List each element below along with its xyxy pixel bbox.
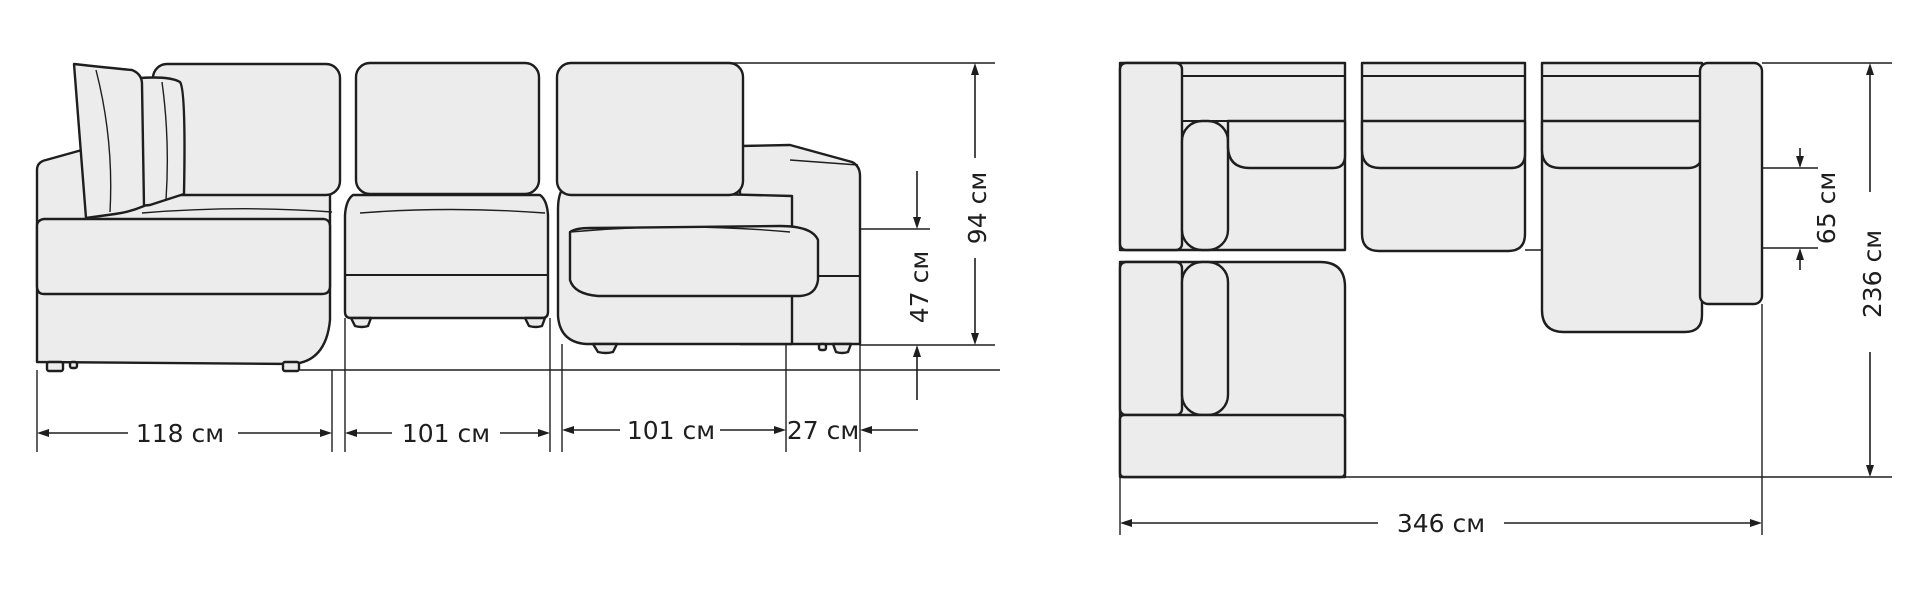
top-right-module: [1540, 61, 1764, 334]
dim-118-label: 118 см: [136, 419, 224, 448]
dim-236: 236 см: [1858, 63, 1887, 477]
middle-module: [343, 61, 550, 329]
top-middle-module: [1360, 61, 1527, 253]
top-lower-seat: [1118, 413, 1347, 479]
top-corner-upper: [1118, 61, 1347, 252]
dim-94: 94 см: [963, 63, 992, 345]
left-foot: [45, 360, 65, 373]
dim-101-middle: 101 см: [345, 419, 550, 448]
top-right-armrest: [1698, 61, 1764, 306]
dim-65: 65 см: [1796, 148, 1841, 270]
middle-foot-left: [349, 316, 373, 329]
left-module: [35, 62, 342, 373]
top-lower-pillow: [1180, 260, 1230, 417]
front-view: 118 см 101 см 101 см 27 см 47 см: [35, 61, 1000, 452]
middle-module-body: [343, 193, 550, 320]
top-middle-cushion: [1360, 119, 1527, 170]
right-seat-edge: [569, 226, 791, 233]
right-foot-right: [831, 342, 853, 355]
dim-27: 27 см: [787, 416, 918, 445]
dim-346: 346 см: [1120, 509, 1762, 538]
dim-47-label: 47 см: [905, 251, 934, 323]
top-corner-upper-pillow: [1180, 119, 1230, 252]
left-pillow-back: [138, 76, 186, 208]
dim-65-label: 65 см: [1812, 172, 1841, 244]
right-backrest: [555, 61, 745, 197]
top-corner-upper-arm: [1118, 61, 1184, 252]
left-seat-cushion: [35, 217, 332, 296]
left-foot-2: [281, 360, 301, 373]
top-right-cushion: [1540, 119, 1704, 170]
dim-101-right: 101 см: [562, 416, 786, 445]
dim-101-middle-label: 101 см: [402, 419, 490, 448]
top-right-frame: [1540, 61, 1704, 334]
top-lower-module: [1118, 260, 1347, 479]
middle-seat-edge: [359, 208, 546, 214]
middle-backrest: [354, 61, 541, 196]
left-foot-3: [68, 360, 79, 370]
top-view: 346 см 236 см 65 см: [1118, 61, 1892, 538]
right-foot-small: [817, 342, 828, 352]
dim-236-label: 236 см: [1858, 230, 1887, 318]
dim-27-label: 27 см: [787, 416, 859, 445]
left-pillow-crease: [95, 69, 112, 213]
dim-118: 118 см: [37, 419, 332, 448]
left-pillow-crease-2: [161, 81, 169, 201]
right-armrest-top: [789, 159, 859, 166]
dim-101-right-label: 101 см: [627, 416, 715, 445]
middle-foot-right: [523, 316, 547, 329]
dim-94-label: 94 см: [963, 172, 992, 244]
right-seat-cushion: [568, 224, 820, 298]
top-lower-arm: [1118, 260, 1184, 417]
top-corner-upper-cushion: [1226, 119, 1347, 170]
right-foot-left: [591, 342, 619, 355]
dim-346-label: 346 см: [1397, 509, 1485, 538]
left-seat-edge: [141, 208, 333, 214]
right-module: [555, 61, 862, 355]
dim-47: 47 см: [905, 171, 934, 400]
